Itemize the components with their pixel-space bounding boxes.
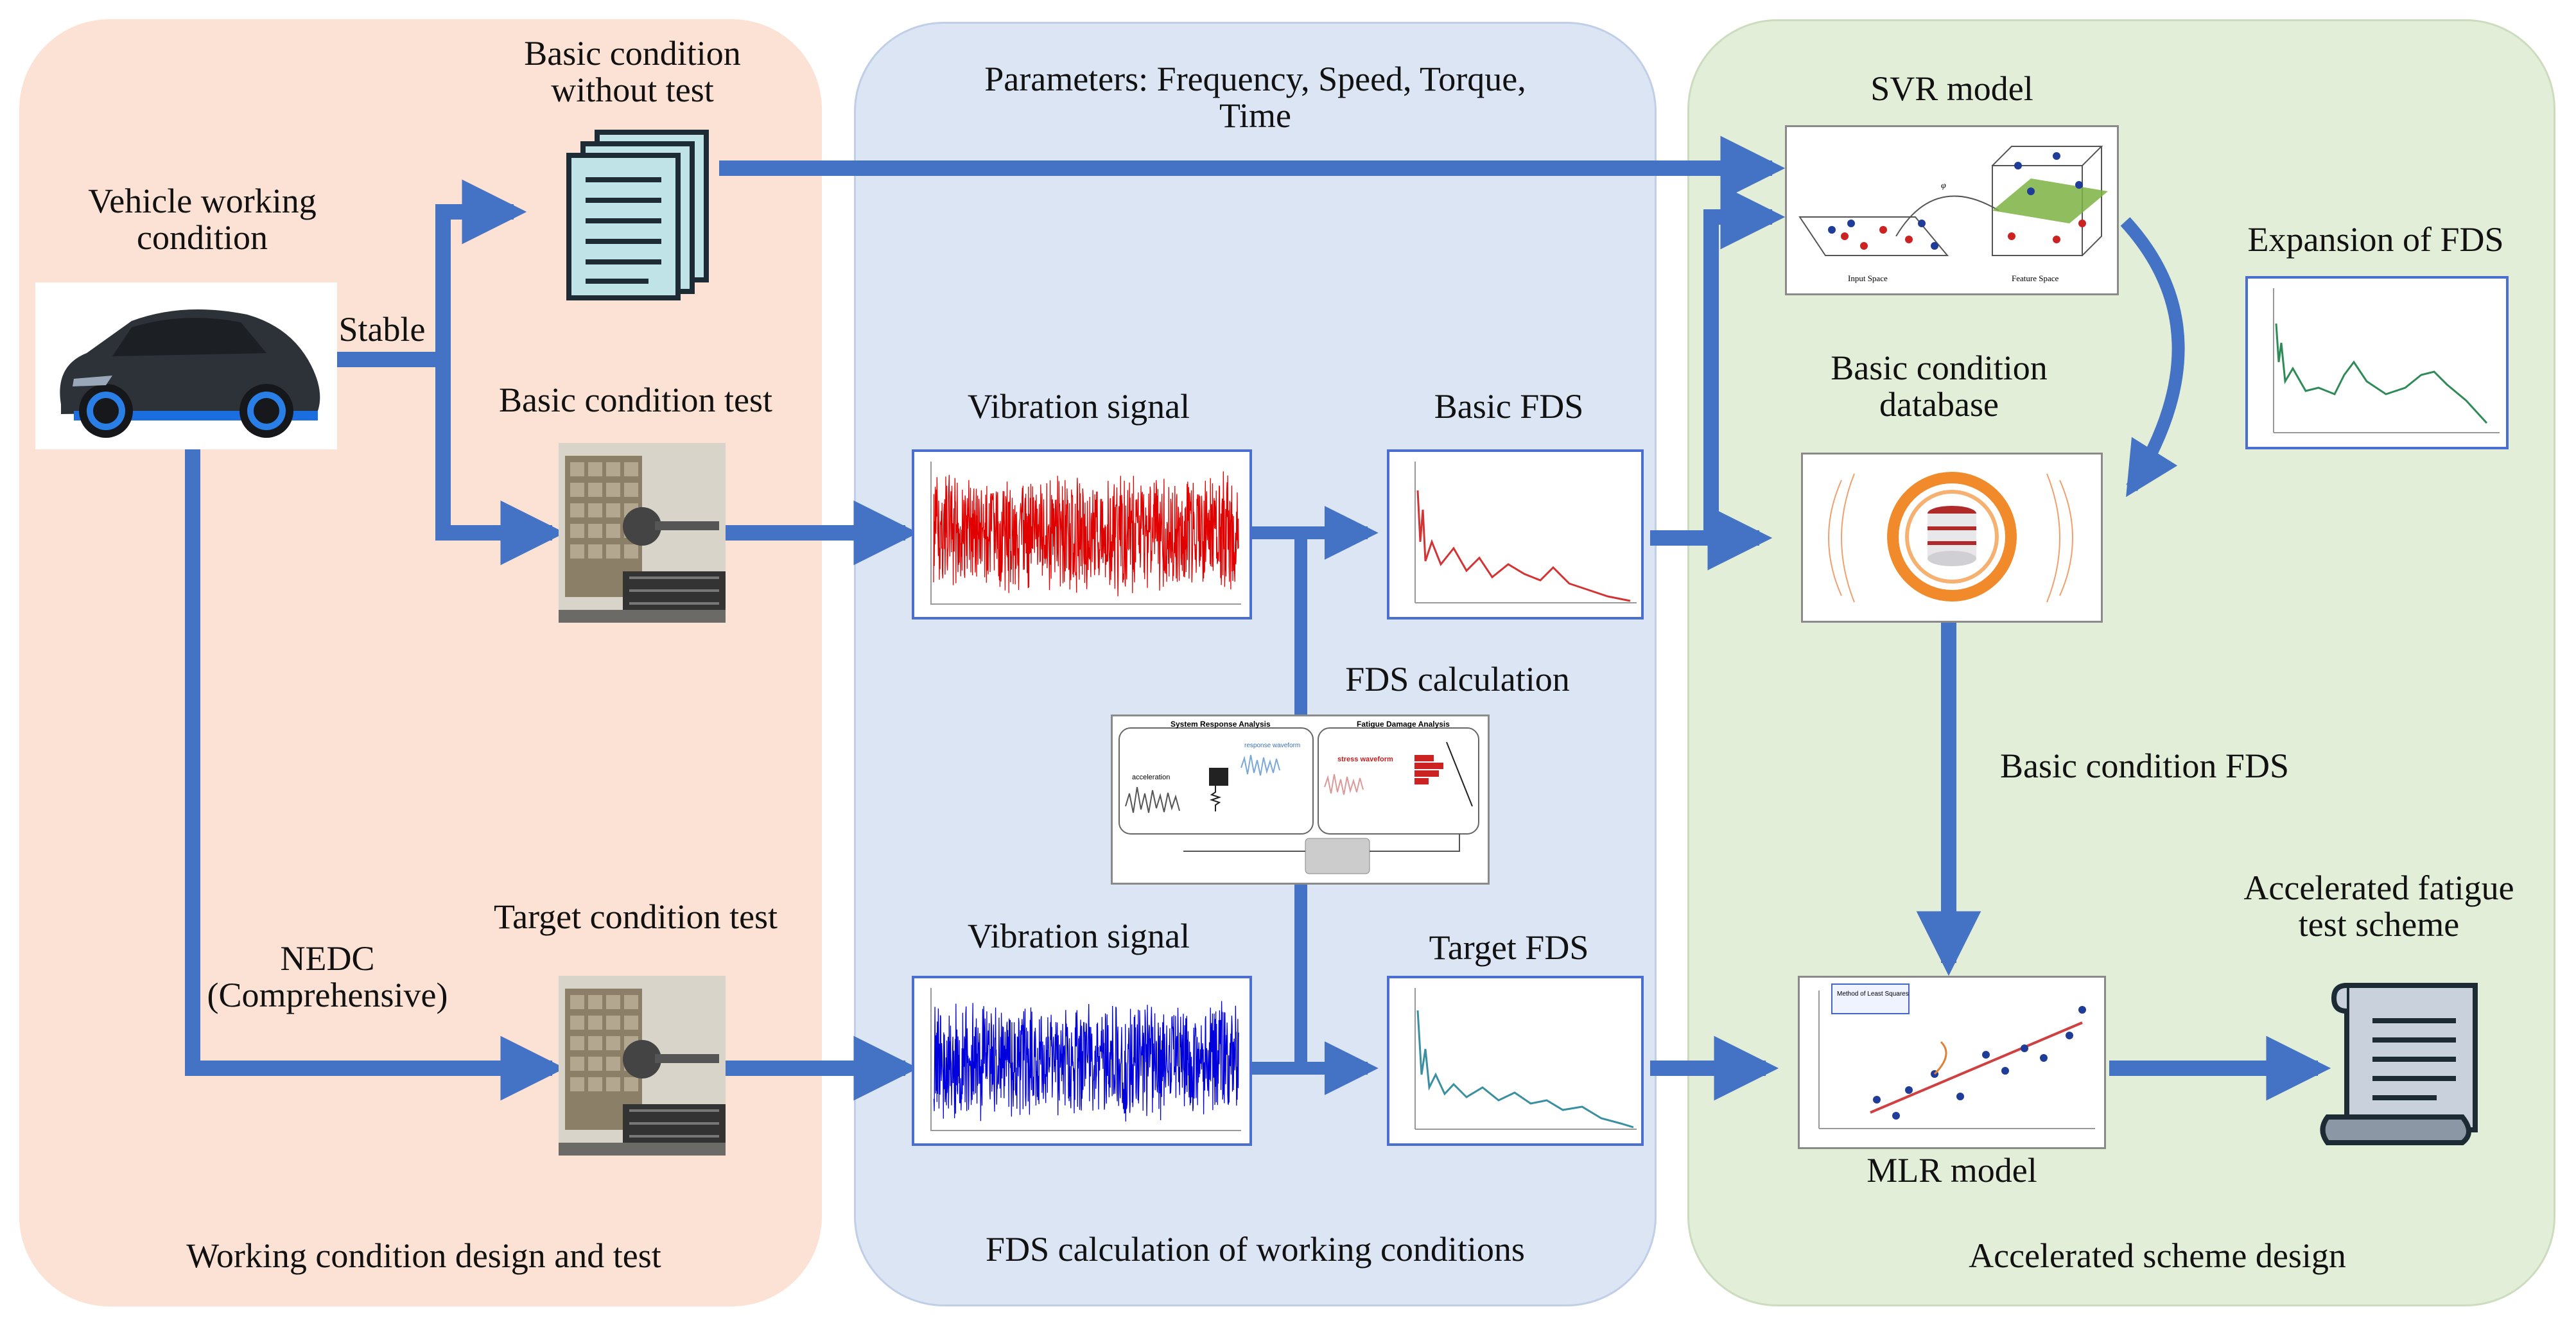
target-condition-test-label: Target condition test	[493, 897, 778, 936]
test-rig-photo-target	[559, 976, 726, 1156]
fds-stress-text: stress waveform	[1337, 756, 1393, 763]
database-icon	[1801, 453, 2103, 623]
mlr-model-diagram: Method of Least Squares	[1798, 976, 2106, 1149]
vehicle-working-condition-label: Vehicle working condition	[88, 182, 317, 257]
arrow-stable-branch	[334, 179, 566, 566]
vibration-signal-target-label: Vibration signal	[967, 917, 1190, 955]
arrow-svr-to-database	[2120, 217, 2185, 498]
svr-input-space-text: Input Space	[1848, 273, 1888, 283]
vibration-axes	[930, 462, 1241, 605]
svr-model-diagram: φ Input Space Feature Space	[1785, 125, 2119, 295]
vibration-signal-basic-label: Vibration signal	[967, 387, 1190, 426]
target-fds-label: Target FDS	[1429, 928, 1589, 967]
basic-database-label: Basic condition database	[1831, 349, 2048, 424]
stable-label: Stable	[338, 310, 426, 349]
vibration-signal-target-plot	[912, 976, 1252, 1146]
vibration-axes	[930, 988, 1241, 1131]
svr-phi-text: φ	[1941, 181, 1946, 191]
fds-calculation-label: FDS calculation	[1345, 660, 1570, 698]
fds-acceleration-text: acceleration	[1132, 774, 1170, 781]
parameters-label: Parameters: Frequency, Speed, Torque, Ti…	[984, 60, 1526, 135]
accelerated-scheme-label: Accelerated fatigue test scheme	[2243, 869, 2514, 944]
arrow-basic-fds-to-models	[1650, 184, 1786, 571]
nedc-label: NEDC (Comprehensive)	[207, 939, 448, 1014]
vibration-waveform	[933, 1001, 1239, 1122]
svr-feature-space-text: Feature Space	[2012, 273, 2059, 283]
vibration-waveform	[933, 471, 1239, 596]
fds-system-response-text: System Response Analysis	[1171, 720, 1271, 729]
expansion-fds-plot	[2245, 276, 2509, 449]
mlr-title-text: Method of Least Squares	[1837, 991, 1909, 998]
svr-model-label: SVR model	[1870, 69, 2033, 108]
mlr-model-label: MLR model	[1867, 1151, 2037, 1190]
panel-middle-caption: FDS calculation of working conditions	[986, 1230, 1525, 1269]
basic-fds-plot	[1387, 449, 1644, 619]
basic-without-test-label: Basic condition without test	[524, 34, 741, 109]
expansion-fds-label: Expansion of FDS	[2247, 220, 2504, 259]
fds-fatigue-damage-text: Fatigue Damage Analysis	[1357, 720, 1450, 729]
fds-calculation-diagram: System Response Analysis Fatigue Damage …	[1111, 714, 1490, 885]
target-fds-plot	[1387, 976, 1644, 1146]
car-icon	[60, 309, 320, 438]
fds-response-text: response waveform	[1244, 742, 1300, 749]
vibration-signal-basic-plot	[912, 449, 1252, 619]
panel-right-caption: Accelerated scheme design	[1969, 1236, 2346, 1275]
document-stack-icon	[559, 128, 719, 302]
test-rig-photo-basic	[559, 443, 726, 623]
panel-left-caption: Working condition design and test	[186, 1236, 661, 1275]
basic-condition-test-label: Basic condition test	[499, 381, 772, 419]
basic-condition-fds-label: Basic condition FDS	[1999, 747, 2289, 785]
basic-fds-label: Basic FDS	[1434, 387, 1584, 426]
arrow-nedc-branch	[185, 443, 566, 1101]
car-photo	[35, 282, 337, 449]
scroll-document-icon	[2320, 973, 2494, 1149]
